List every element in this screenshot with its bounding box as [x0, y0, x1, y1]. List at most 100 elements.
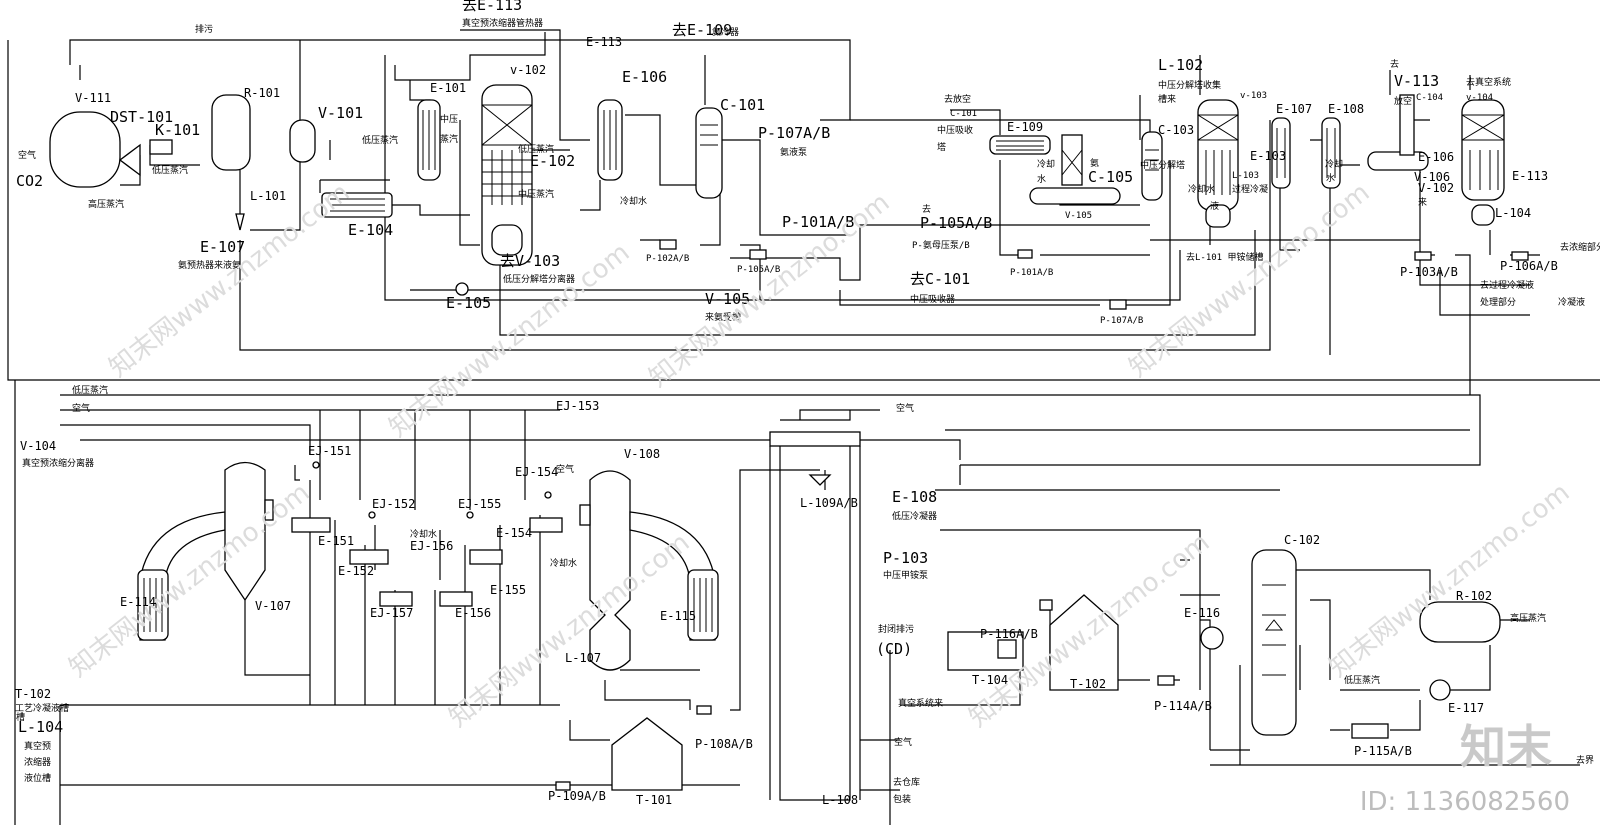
diagram-label: 浓缩器	[24, 756, 51, 768]
diagram-label: 冷却水	[1188, 183, 1215, 195]
diagram-label: E-109	[1007, 120, 1043, 134]
diagram-label: 低压冷凝器	[892, 510, 937, 522]
diagram-label: V-108	[624, 447, 660, 461]
diagram-label: P-105A/B	[737, 265, 780, 275]
diagram-label: 冷却	[1325, 158, 1343, 170]
e-156-condenser	[439, 591, 473, 607]
diagram-label: 中压吸收	[937, 124, 973, 136]
diagram-label: 去	[1390, 58, 1399, 70]
diagram-label: E-113	[586, 35, 622, 49]
diagram-label: 排污	[195, 23, 213, 35]
diagram-label: E-155	[490, 583, 526, 597]
diagram-label: 去放空	[944, 93, 971, 105]
diagram-label: R-101	[244, 86, 280, 100]
diagram-label: 去E-113	[462, 0, 522, 14]
e-154-condenser	[529, 517, 563, 533]
diagram-label: C-105	[1088, 168, 1133, 186]
diagram-label: P-114A/B	[1154, 699, 1212, 713]
diagram-label: 冷却水	[410, 528, 437, 540]
diagram-label: 蒸汽	[440, 133, 458, 145]
diagram-label: L-101	[250, 189, 286, 203]
diagram-label: L-102	[1158, 56, 1203, 74]
diagram-label: V-111	[75, 91, 111, 105]
diagram-label: E-106	[622, 68, 667, 86]
diagram-label: L-104	[18, 718, 63, 736]
diagram-label: 塔	[937, 141, 946, 153]
t-102-tank	[1049, 594, 1119, 691]
p-106-pump	[1511, 251, 1529, 261]
diagram-label: 氨冷器	[712, 26, 739, 38]
dst-101-compressor	[118, 143, 141, 177]
diagram-label: L-108	[822, 793, 858, 807]
diagram-label: 液位槽	[24, 772, 51, 784]
e-105-heater	[455, 282, 469, 296]
diagram-label: P-115A/B	[1354, 744, 1412, 758]
diagram-label: V-107	[255, 599, 291, 613]
diagram-label: 低压蒸汽	[518, 143, 554, 155]
e-151-condenser	[291, 517, 331, 533]
v-102-column	[481, 84, 533, 266]
diagram-label: EJ-156	[410, 539, 453, 553]
e-155-condenser	[469, 549, 503, 565]
diagram-label: E-107	[200, 238, 245, 256]
l-108-prilling-tower	[769, 431, 861, 800]
diagram-label: V-105	[1065, 211, 1092, 221]
diagram-label: 氨预热器来液氨	[178, 259, 241, 271]
diagram-label: 封闭排污	[878, 623, 914, 635]
diagram-label: EJ-152	[372, 497, 415, 511]
c-103-column	[1141, 131, 1163, 201]
diagram-label: 氨液泵	[780, 146, 807, 158]
k-101-box	[149, 139, 173, 155]
diagram-label: 去	[922, 203, 931, 215]
diagram-label: v-102	[510, 63, 546, 77]
diagram-label: P-101A/B	[782, 213, 854, 231]
diagram-label: V-104	[20, 439, 56, 453]
diagram-label: E-104	[348, 221, 393, 239]
diagram-label: 去L-101 甲铵储槽	[1186, 251, 1264, 263]
diagram-label: 空气	[72, 402, 90, 414]
diagram-label: (CD)	[876, 640, 912, 658]
diagram-label: E-106	[1418, 150, 1454, 164]
process-lines	[7, 29, 1600, 825]
diagram-label: E-102	[530, 152, 575, 170]
diagram-label: 高压蒸汽	[88, 198, 124, 210]
diagram-label: 中压甲铵泵	[883, 569, 928, 581]
diagram-label: 空气	[896, 402, 914, 414]
diagram-label: 冷却水	[550, 557, 577, 569]
diagram-label: EJ-155	[458, 497, 501, 511]
diagram-label: E-105	[446, 294, 491, 312]
diagram-label: V-105	[705, 290, 750, 308]
diagram-label: K-101	[155, 121, 200, 139]
diagram-label: T-104	[972, 673, 1008, 687]
equipment	[49, 84, 1529, 800]
diagram-label: 放空	[1394, 95, 1412, 107]
diagram-label: P-102A/B	[646, 254, 689, 264]
diagram-label: 冷却	[1037, 158, 1055, 170]
c-105-column	[1061, 134, 1083, 186]
diagram-label: E-107	[1276, 102, 1312, 116]
diagram-label: E-108	[1328, 102, 1364, 116]
diagram-label: EJ-153	[556, 399, 599, 413]
diagram-label: 去过程冷凝液	[1480, 279, 1534, 291]
e-152-condenser	[349, 549, 389, 565]
p-105-pump	[749, 249, 767, 260]
diagram-label: 去界	[1576, 754, 1594, 766]
v-111-vessel	[49, 111, 121, 188]
r-101-vessel	[211, 94, 251, 171]
diagram-label: E-152	[338, 564, 374, 578]
l-101-filter	[235, 213, 245, 231]
diagram-label: 处理部分	[1480, 296, 1516, 308]
e-116-heater	[1200, 626, 1224, 650]
diagram-label: V-113	[1394, 72, 1439, 90]
p-109-pump	[555, 781, 571, 791]
diagram-label: E-108	[892, 488, 937, 506]
diagram-label: V-101	[318, 104, 363, 122]
diagram-label: 中压分解塔	[1140, 159, 1185, 171]
diagram-label: 真空系统来	[898, 697, 943, 709]
p-108-pump	[696, 705, 712, 715]
diagram-label: 去浓缩部分	[1560, 241, 1600, 253]
diagram-label: 水	[1037, 173, 1046, 185]
diagram-label: E-101	[430, 81, 466, 95]
diagram-label: E-151	[318, 534, 354, 548]
